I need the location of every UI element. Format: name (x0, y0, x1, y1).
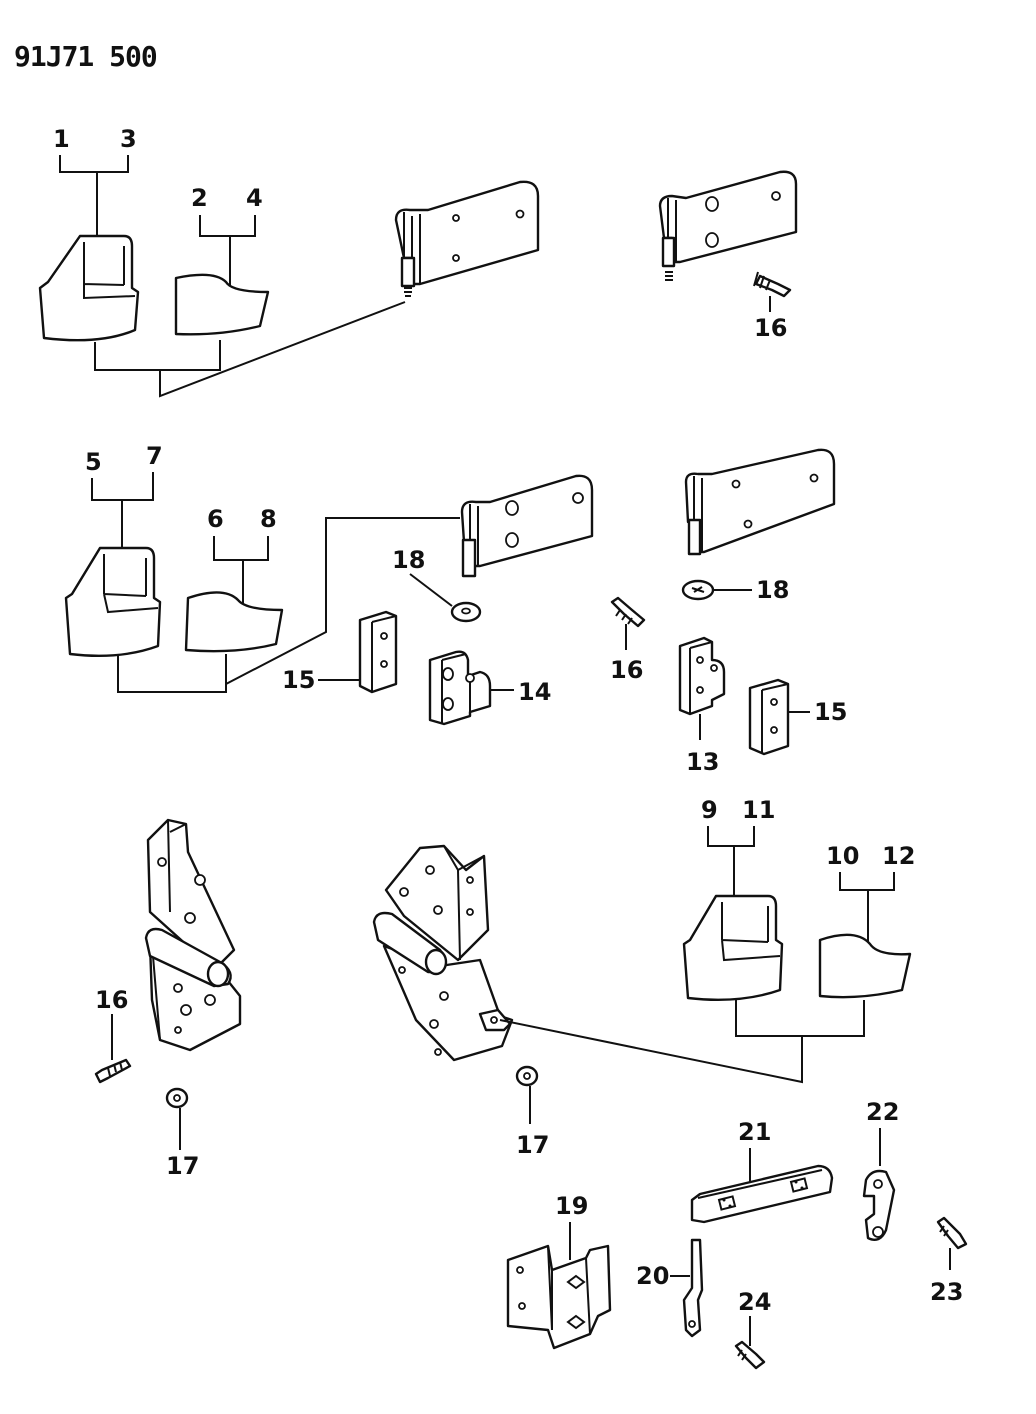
door-hinge-middle-left (460, 474, 594, 578)
callout-15-right: 15 (814, 698, 847, 726)
hinge-cover-inner-6 (184, 591, 284, 653)
callout-10: 10 (826, 842, 859, 870)
screw-16-middle: 16 (610, 596, 646, 684)
callout-16-middle: 16 (610, 656, 643, 684)
callout-21: 21 (738, 1118, 771, 1146)
hinge-shim-15-left: 15 (282, 610, 398, 694)
callout-9-11-group: 9 11 (701, 796, 775, 896)
hinge-cover-outer-1 (38, 234, 140, 342)
callout-2: 2 (191, 184, 208, 212)
strap-bracket-22: 22 (862, 1098, 899, 1241)
callout-3: 3 (120, 125, 137, 153)
door-hinge-upper-right (658, 170, 798, 281)
screw-16-top: 16 (753, 271, 792, 342)
callout-16-bottom: 16 (95, 986, 128, 1014)
callout-8: 8 (260, 505, 277, 533)
callout-18-left: 18 (392, 546, 425, 574)
callout-17-left: 17 (166, 1152, 199, 1180)
callout-20: 20 (636, 1262, 669, 1290)
leader-cover-to-hinge-row2 (117, 517, 460, 693)
hinge-bracket-14: 14 (428, 650, 551, 726)
nut-17-right: 17 (515, 1065, 549, 1159)
callout-5: 5 (85, 448, 102, 476)
leader-cover-to-hinge (94, 301, 406, 398)
callout-17-right: 17 (516, 1131, 549, 1159)
drawing-code: 91J71 500 (14, 40, 158, 73)
callout-1: 1 (53, 125, 70, 153)
washer-18-left: 18 (392, 546, 482, 623)
callout-7: 7 (146, 442, 163, 470)
nut-17-left: 17 (165, 1087, 199, 1180)
strap-21: 21 (690, 1118, 834, 1224)
hinge-cover-inner-10 (818, 933, 912, 999)
callout-23: 23 (930, 1278, 963, 1306)
hinge-cover-outer-5 (64, 546, 162, 657)
hinge-bracket-19: 19 (506, 1192, 612, 1350)
hinge-cover-inner-2 (174, 273, 270, 336)
body-hinge-right (372, 844, 514, 1062)
hinge-cover-outer-9 (682, 894, 784, 1001)
callout-5-7-group: 5 7 (85, 442, 163, 548)
callout-6: 6 (207, 505, 224, 533)
body-hinge-left (144, 818, 242, 1052)
screw-23: 23 (930, 1216, 968, 1306)
hinge-bracket-13: 13 (678, 636, 726, 776)
callout-4: 4 (246, 184, 263, 212)
callout-19: 19 (555, 1192, 588, 1220)
callout-11: 11 (742, 796, 775, 824)
screw-16-bottom: 16 (94, 986, 132, 1084)
screw-24: 24 (734, 1288, 771, 1370)
callout-16-top: 16 (754, 314, 787, 342)
hinge-shim-15-right: 15 (748, 678, 847, 756)
callout-18-right: 18 (756, 576, 789, 604)
callout-12: 12 (882, 842, 915, 870)
callout-15-left: 15 (282, 666, 315, 694)
callout-10-12-group: 10 12 (826, 842, 915, 950)
door-hinge-upper-left (394, 180, 540, 297)
callout-14: 14 (518, 678, 551, 706)
callout-9: 9 (701, 796, 718, 824)
callout-13: 13 (686, 748, 719, 776)
leader-cover-to-hinge-row3 (499, 1000, 865, 1084)
callout-6-8-group: 6 8 (207, 505, 277, 608)
link-20: 20 (636, 1238, 704, 1338)
door-hinge-middle-right (684, 448, 836, 556)
callout-24: 24 (738, 1288, 771, 1316)
callout-1-3-group: 1 3 (53, 125, 137, 236)
washer-18-right: 18 (681, 576, 789, 604)
callout-22: 22 (866, 1098, 899, 1126)
callout-2-4-group: 2 4 (191, 184, 263, 290)
